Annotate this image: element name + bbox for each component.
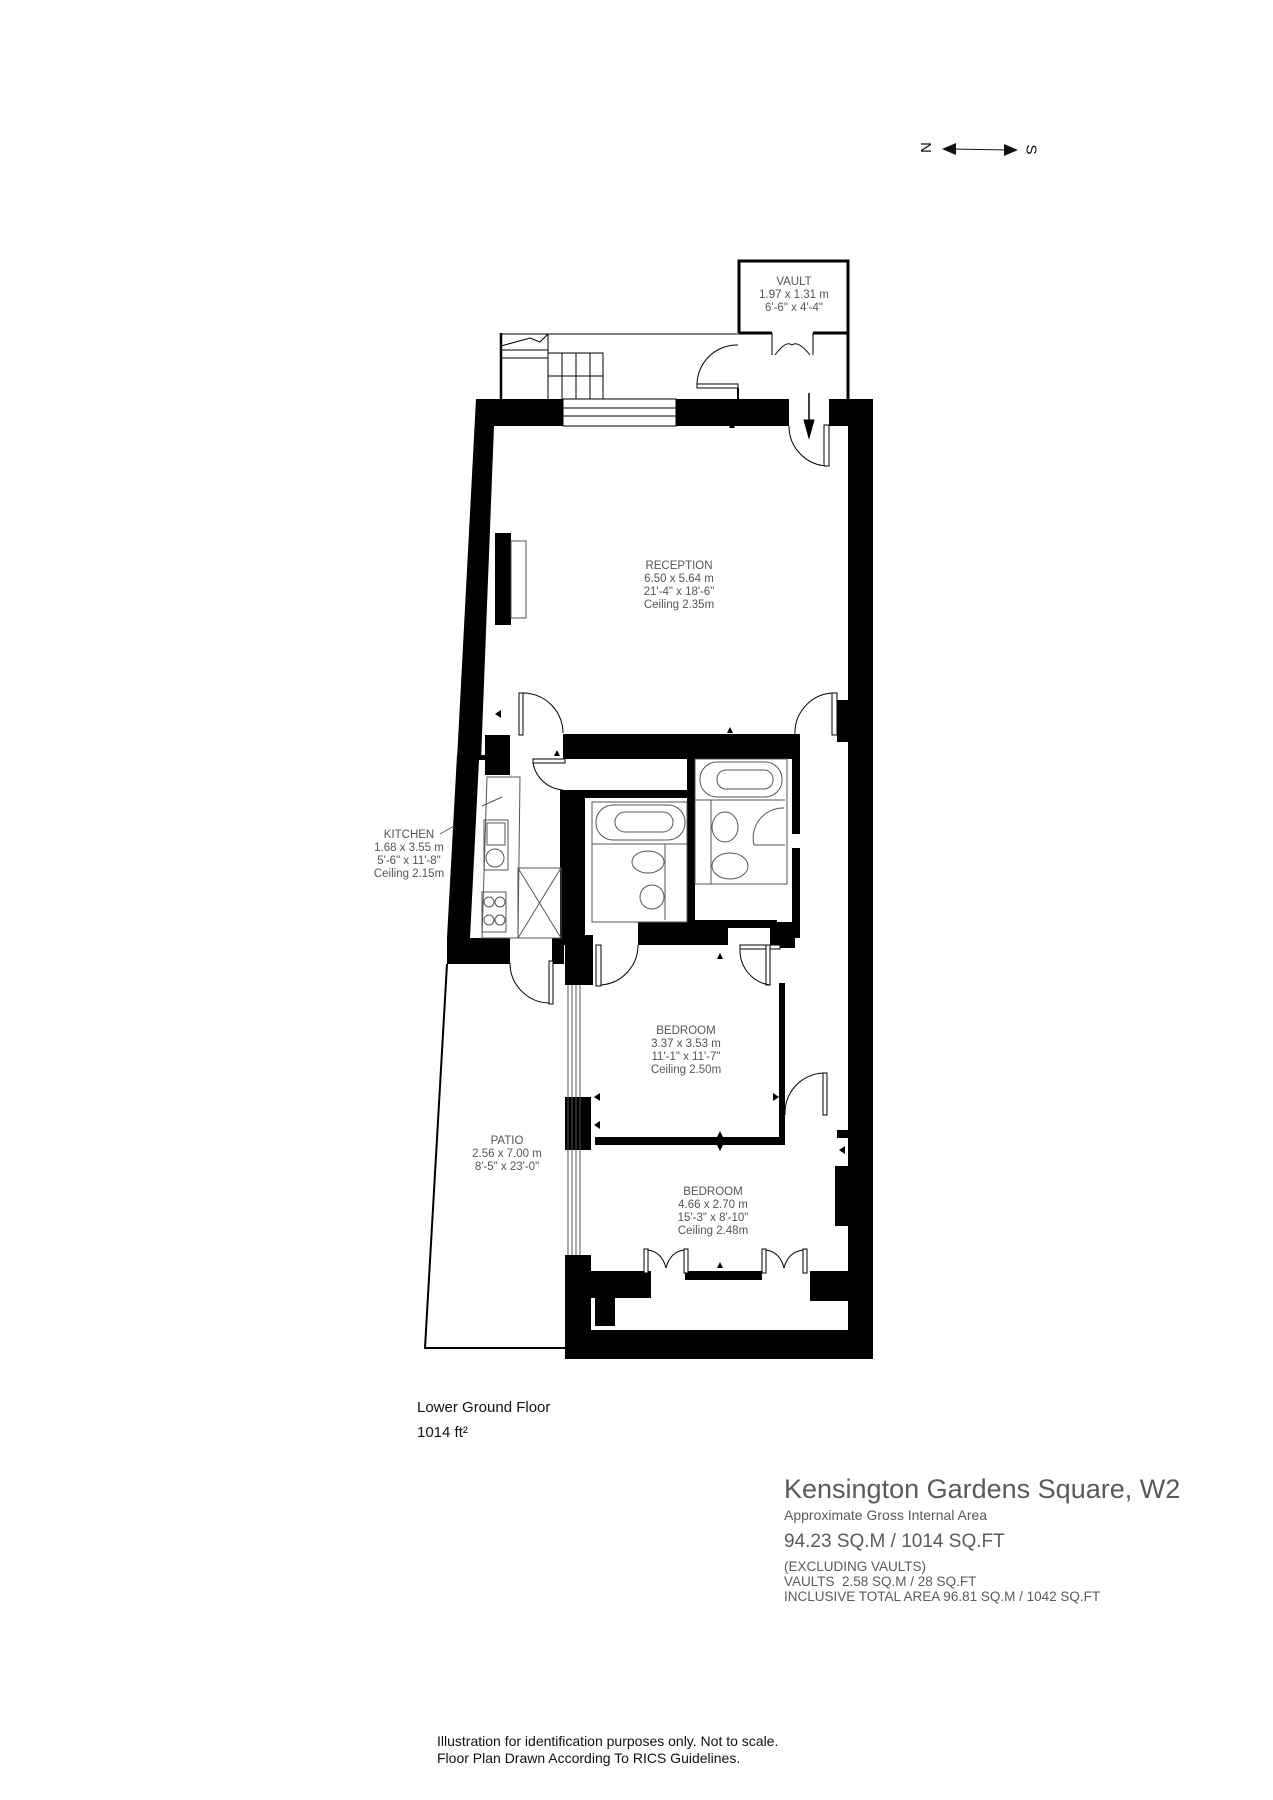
kitchen-ceiling: Ceiling 2.15m	[373, 868, 445, 880]
kitchen-units	[439, 776, 562, 939]
kitchen-name: KITCHEN	[383, 829, 435, 841]
property-title: Kensington Gardens Square, W2	[784, 1474, 1181, 1504]
stairs	[499, 333, 739, 401]
bedroom-2-name: BEDROOM	[683, 1186, 743, 1198]
cupboard-door	[739, 944, 781, 986]
radiator-marker	[729, 422, 735, 428]
bedroom-2-door	[784, 1072, 828, 1116]
excluding-vaults: (EXCLUDING VAULTS)	[784, 1559, 927, 1574]
disclaimer: Illustration for identification purposes…	[437, 1733, 778, 1767]
area-subtitle: Approximate Gross Internal Area	[784, 1507, 988, 1523]
patio-name: PATIO	[490, 1135, 524, 1147]
patio-door	[509, 960, 554, 1005]
area-summary: Kensington Gardens Square, W2 Approximat…	[784, 1473, 1180, 1604]
reception-ceiling: Ceiling 2.35m	[643, 599, 715, 611]
reception-metric: 6.50 x 5.64 m	[644, 573, 714, 585]
room-label-vault: VAULT 1.97 x 1.31 m 6'-6" x 4'-4"	[759, 276, 829, 315]
vault-entry-door	[696, 344, 739, 400]
reception-imperial: 21'-4" x 18'-6"	[643, 586, 715, 598]
radiator-markers	[495, 710, 845, 1268]
bedroom-2-metric: 4.66 x 2.70 m	[678, 1199, 748, 1211]
double-arrow-icon	[942, 143, 1018, 156]
floor-name: Lower Ground Floor	[417, 1399, 551, 1416]
glazed-screen	[567, 985, 581, 1255]
inclusive-total-area: INCLUSIVE TOTAL AREA 96.81 SQ.M / 1042 S…	[784, 1589, 1101, 1604]
top-window	[562, 398, 677, 427]
bedroom-1-name: BEDROOM	[656, 1025, 716, 1037]
bedroom-2-ceiling: Ceiling 2.48m	[677, 1225, 749, 1237]
bedroom-1-metric: 3.37 x 3.53 m	[651, 1038, 721, 1050]
patio-outline	[423, 963, 565, 1349]
floor-area: 1014 ft²	[417, 1424, 468, 1441]
main-area: 94.23 SQ.M / 1014 SQ.FT	[784, 1531, 1005, 1552]
corridor-door	[794, 692, 838, 736]
bedroom-2-french-doors	[643, 1248, 808, 1274]
room-label-bedroom-1: BEDROOM 3.37 x 3.53 m 11'-1" x 11'-7" Ce…	[651, 1025, 721, 1077]
hall-door	[518, 692, 566, 791]
room-label-bedroom-2: BEDROOM 4.66 x 2.70 m 15'-3" x 8'-10" Ce…	[678, 1186, 749, 1238]
bedroom-1-door	[595, 944, 639, 987]
bathroom-2	[694, 758, 788, 885]
compass: N S	[917, 135, 1060, 165]
walls	[447, 399, 873, 1359]
floor-label: Lower Ground Floor 1014 ft²	[417, 1395, 550, 1445]
disclaimer-line-2: Floor Plan Drawn According To RICS Guide…	[437, 1750, 741, 1766]
room-label-reception: RECEPTION 6.50 x 5.64 m 21'-4" x 18'-6" …	[644, 560, 715, 612]
bedroom-2-imperial: 15'-3" x 8'-10"	[677, 1212, 749, 1224]
bathroom-1	[591, 801, 688, 923]
kitchen-metric: 1.68 x 3.55 m	[374, 842, 444, 854]
room-label-patio: PATIO 2.56 x 7.00 m 8'-5" x 23'-0"	[472, 1135, 542, 1174]
bedroom-1-ceiling: Ceiling 2.50m	[650, 1064, 722, 1076]
vault-name: VAULT	[776, 276, 812, 288]
patio-metric: 2.56 x 7.00 m	[472, 1148, 542, 1160]
vault-outline	[737, 259, 850, 400]
reception-entry-door	[788, 393, 830, 467]
fireplace-hearth	[510, 540, 527, 619]
bedroom-1-imperial: 11'-1" x 11'-7"	[651, 1051, 721, 1063]
room-label-kitchen: KITCHEN 1.68 x 3.55 m 5'-6" x 11'-8" Cei…	[374, 829, 444, 881]
reception-name: RECEPTION	[645, 560, 713, 572]
patio-imperial: 8'-5" x 23'-0"	[474, 1161, 540, 1173]
vault-metric: 1.97 x 1.31 m	[759, 289, 829, 301]
vault-imperial: 6'-6" x 4'-4"	[765, 302, 823, 314]
vaults-area: VAULTS 2.58 SQ.M / 28 SQ.FT	[784, 1574, 977, 1589]
kitchen-imperial: 5'-6" x 11'-8"	[377, 855, 441, 867]
disclaimer-line-1: Illustration for identification purposes…	[437, 1733, 779, 1749]
